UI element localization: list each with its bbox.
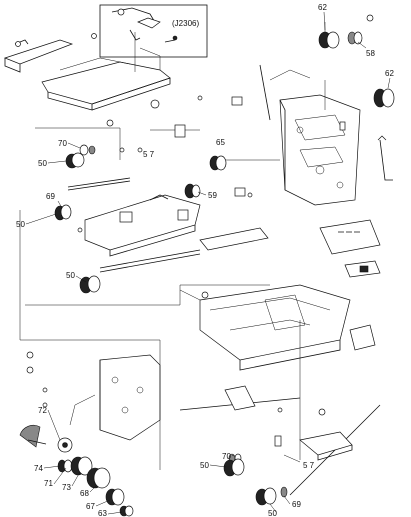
callout-70-left: 70 [58, 139, 67, 148]
callout-69-left: 69 [46, 192, 55, 201]
callout-50-a: 50 [38, 159, 47, 168]
callout-73: 73 [62, 483, 71, 492]
callout-59: 59 [208, 191, 217, 200]
gear-72 [57, 437, 73, 453]
callouts: 62 58 62 70 50 5 7 65 69 50 59 50 72 74 … [16, 3, 394, 517]
inset-label: (J2306) [172, 19, 199, 28]
leader-lines [25, 11, 391, 515]
gear-67 [105, 488, 125, 506]
lower-right-bracket [274, 408, 353, 461]
gear-side-plate [69, 354, 161, 441]
upper-tray-assembly [3, 32, 171, 111]
roller-70-left [79, 144, 96, 156]
callout-62-top: 62 [318, 3, 327, 12]
roller-50-e [255, 487, 277, 506]
callout-50-b: 50 [16, 220, 25, 229]
roller-50-a [65, 152, 85, 169]
callout-69-right: 69 [292, 500, 301, 509]
callout-50-e: 50 [268, 509, 277, 517]
callout-74: 74 [34, 464, 43, 473]
roller-65 [209, 155, 227, 171]
roller-50-d [223, 458, 245, 477]
roller-69-left [54, 204, 72, 221]
sector-gear [19, 425, 47, 448]
callout-58: 58 [366, 49, 375, 58]
right-levers [339, 121, 393, 181]
right-side-frame [269, 69, 361, 206]
callout-71: 71 [44, 479, 53, 488]
callout-50-c: 50 [66, 271, 75, 280]
callout-65: 65 [216, 138, 225, 147]
small-hardware [26, 95, 283, 413]
callout-67: 67 [86, 502, 95, 511]
callout-57-left: 5 7 [143, 150, 155, 159]
callout-68: 68 [80, 489, 89, 498]
callout-57-right: 5 7 [303, 461, 315, 470]
roller-58 [347, 14, 374, 45]
mid-lower-bracket [224, 385, 256, 411]
callout-50-d: 50 [200, 461, 209, 470]
left-roller-assembly [84, 194, 269, 273]
middle-chassis [199, 284, 376, 371]
roller-62-right [373, 88, 395, 108]
harness-lines [19, 127, 301, 470]
callout-72: 72 [38, 406, 47, 415]
roller-50-c [79, 275, 101, 294]
inset-box: (J2306) [99, 4, 208, 58]
callout-63: 63 [98, 509, 107, 517]
callout-70-right: 70 [222, 452, 231, 461]
callout-62-right: 62 [385, 69, 394, 78]
roller-62-top [318, 22, 340, 49]
gear-63 [119, 505, 134, 517]
gear-73 [70, 456, 93, 476]
connector-board [319, 219, 381, 278]
gear-68 [86, 467, 111, 489]
roller-69-right [280, 486, 288, 498]
gear-74 [57, 459, 73, 473]
roller-59 [184, 183, 201, 199]
